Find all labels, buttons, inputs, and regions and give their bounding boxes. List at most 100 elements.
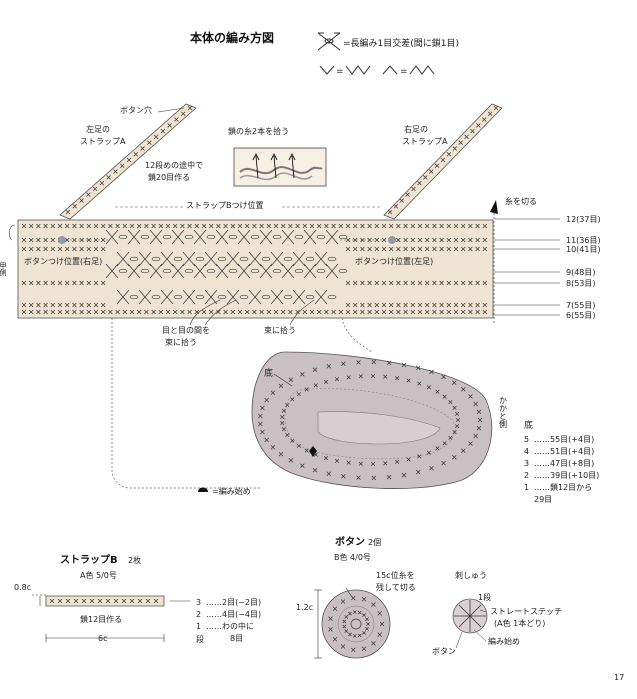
stitch-x-mark xyxy=(280,421,285,426)
stitch-x-mark xyxy=(323,456,329,461)
stitch-x-mark xyxy=(36,302,41,308)
stitch-x-mark xyxy=(475,246,480,252)
stitch-x-mark xyxy=(461,448,466,453)
stitch-x-mark xyxy=(64,309,70,315)
stitch-x-mark xyxy=(352,223,358,229)
stitch-x-mark xyxy=(57,309,63,315)
stitch-x-mark xyxy=(432,223,437,229)
label-strap-b-position: ストラップBつけ位置 xyxy=(186,200,264,210)
stitch-x-mark xyxy=(411,186,416,192)
stitch-x-mark xyxy=(460,223,466,229)
stitch-x-mark xyxy=(439,280,444,286)
cross-stitch-icon xyxy=(317,32,341,51)
chain-stitch-mark xyxy=(195,294,205,300)
stitch-x-mark xyxy=(367,223,372,229)
stitch-x-mark xyxy=(50,309,56,315)
stitch-x-mark xyxy=(145,598,151,604)
stitch-x-mark xyxy=(371,373,376,379)
stitch-x-mark xyxy=(50,237,56,243)
crossed-treble-mark xyxy=(270,251,284,267)
stitch-x-mark xyxy=(377,632,382,637)
stitch-x-mark xyxy=(86,223,92,229)
stitch-x-mark xyxy=(432,309,437,315)
stitch-x-mark xyxy=(72,203,78,209)
stitch-x-mark xyxy=(121,598,127,604)
chain-stitch-mark xyxy=(250,268,260,274)
sole-row-number: 1 xyxy=(524,483,529,492)
stitch-x-mark xyxy=(476,409,482,415)
crossed-treble-mark xyxy=(226,289,240,305)
chain-stitch-mark xyxy=(316,268,326,274)
stitch-x-mark xyxy=(446,246,452,252)
stitch-x-mark xyxy=(468,394,473,399)
stitch-x-mark xyxy=(230,223,236,229)
stitch-x-mark xyxy=(442,441,447,446)
stitch-x-mark xyxy=(331,223,336,229)
crossed-treble-mark xyxy=(292,251,306,267)
sole-shape xyxy=(251,351,493,489)
stitch-x-mark xyxy=(180,111,186,117)
stitch-x-mark xyxy=(57,223,63,229)
stitch-x-mark xyxy=(187,223,192,229)
legend-eq-2: = xyxy=(400,67,408,77)
stitch-x-mark xyxy=(208,309,214,315)
stitch-x-mark xyxy=(326,471,332,477)
stitch-x-mark xyxy=(93,302,99,308)
button-size: 1.2c xyxy=(296,603,313,612)
stitch-x-mark xyxy=(113,169,118,174)
stitch-x-mark xyxy=(137,598,143,604)
stitch-x-mark xyxy=(258,413,263,419)
stitch-x-mark xyxy=(345,246,351,252)
stitch-x-mark xyxy=(334,377,340,382)
stitch-x-mark xyxy=(106,175,111,180)
button-position-left-icon xyxy=(388,236,396,244)
stitch-x-mark xyxy=(288,377,294,382)
stitch-x-mark xyxy=(357,610,362,615)
strap-b-width: 6c xyxy=(98,634,108,643)
stitch-x-mark xyxy=(86,280,92,286)
increase-symbol-icon xyxy=(319,65,335,75)
stitch-x-mark xyxy=(365,627,369,631)
stitch-x-mark xyxy=(326,363,332,369)
stitch-x-mark xyxy=(453,237,459,243)
stitch-x-mark xyxy=(21,302,27,308)
embroidery-button xyxy=(452,598,488,634)
stitch-x-mark xyxy=(473,433,478,439)
sole-row-value: ……55目(+4目) xyxy=(534,435,594,444)
stitch-x-mark xyxy=(288,458,294,463)
crossed-treble-mark xyxy=(259,263,273,279)
stitch-x-mark xyxy=(475,223,480,229)
stitch-x-mark xyxy=(435,446,440,451)
crossed-treble-mark xyxy=(193,263,207,279)
stitch-x-mark xyxy=(415,469,421,475)
legend-eq-1: = xyxy=(336,67,344,77)
stitch-x-mark xyxy=(158,223,164,229)
chain-stitch-mark xyxy=(283,256,293,262)
chain-stitch-mark xyxy=(228,268,238,274)
stitch-x-mark xyxy=(432,280,437,286)
stitch-x-mark xyxy=(57,302,63,308)
stitch-x-mark xyxy=(79,309,84,315)
stitch-x-mark xyxy=(388,309,394,315)
stitch-x-mark xyxy=(49,598,55,604)
stitch-x-mark xyxy=(280,414,285,419)
crossed-treble-mark xyxy=(171,229,185,245)
stitch-x-mark xyxy=(460,309,466,315)
stitch-x-mark xyxy=(244,223,250,229)
stitch-x-mark xyxy=(201,223,207,229)
stitch-x-mark xyxy=(43,280,48,286)
stitch-x-mark xyxy=(302,309,308,315)
stitch-x-mark xyxy=(180,309,185,315)
stitch-x-mark xyxy=(493,105,499,111)
stitch-x-mark xyxy=(86,302,92,308)
stitch-x-mark xyxy=(367,302,372,308)
stitch-x-mark xyxy=(424,302,430,308)
embroidery-dan1: 1段 xyxy=(478,592,491,602)
label-pick-two: 鎖の糸2本を拾う xyxy=(228,126,289,136)
stitch-x-mark xyxy=(379,621,385,627)
button-position-right-icon xyxy=(58,236,66,244)
stitch-x-mark xyxy=(434,163,440,169)
stitch-x-mark xyxy=(278,451,284,457)
stitch-x-mark xyxy=(432,237,437,243)
stitch-x-mark xyxy=(403,280,408,286)
